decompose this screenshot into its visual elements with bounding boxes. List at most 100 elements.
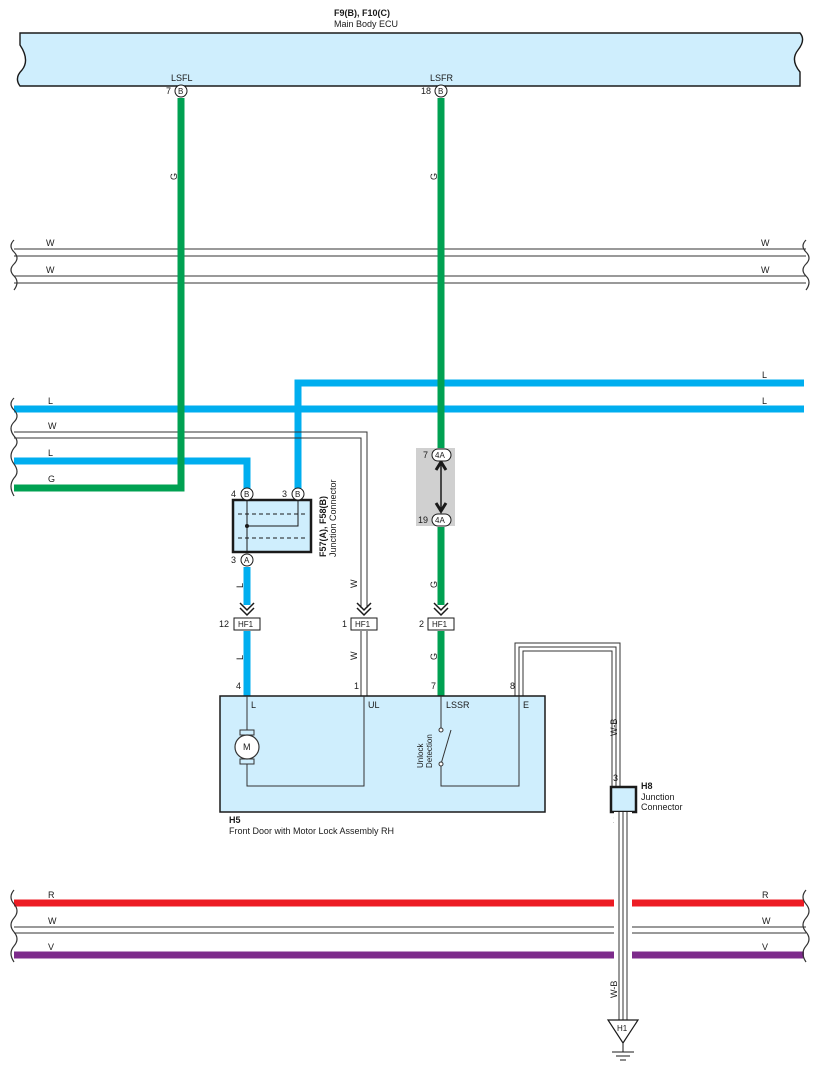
ecu-ref: F9(B), F10(C) (334, 8, 390, 18)
ecu-name: Main Body ECU (334, 19, 398, 29)
junction-pin-a3[interactable]: A (240, 553, 254, 567)
ecu-pin-lsfl-num: 7 (166, 86, 171, 96)
switch-label-2: Detection (425, 734, 434, 768)
hf1-connector-l[interactable]: HF1 (233, 602, 261, 631)
splice-pin-top[interactable]: 4A (431, 448, 452, 462)
junction-pin-b4[interactable]: B (240, 487, 254, 501)
hf1-l-pin: 12 (219, 619, 229, 629)
hf1-g-conn: HF1 (432, 620, 448, 629)
switch-label-1: Unlock (416, 743, 425, 768)
ecu-pin-lsfr[interactable]: B (434, 84, 448, 98)
wire-label-g-mid: G (429, 581, 439, 588)
hf1-connector-w[interactable]: HF1 (350, 602, 378, 631)
wire-label-g-lsfr: G (429, 173, 439, 180)
bus-label-v-right: V (762, 942, 768, 952)
motor-lead-bottom (246, 696, 365, 787)
bus-label-l-short: L (48, 448, 53, 458)
ground-symbol[interactable] (606, 1019, 640, 1061)
junction-pin-b3-num: 3 (282, 489, 287, 499)
splice-arrow-up (434, 459, 448, 471)
splice-pin-top-num: 7 (423, 450, 428, 460)
door-pin-num-ul: 1 (354, 681, 359, 691)
break-mark-right-3 (802, 889, 810, 963)
bus-label-w-thin: W (48, 421, 57, 431)
main-body-ecu[interactable] (16, 32, 804, 87)
wire-wb-lower[interactable] (618, 812, 628, 1020)
junction-pin-b3-conn: B (295, 490, 300, 499)
bus-label-v-left: V (48, 942, 54, 952)
h8-pin-top: 3 (613, 773, 618, 783)
wire-label-g-lower: G (429, 653, 439, 660)
wire-wb[interactable] (514, 642, 621, 790)
wire-l-upper[interactable] (294, 379, 804, 490)
wire-l-short[interactable] (14, 457, 251, 490)
h8-name-1: Junction (641, 792, 675, 802)
splice-arrow-down (434, 502, 448, 514)
hf1-g-pin: 2 (419, 619, 424, 629)
wire-label-wb-lower: W-B (609, 981, 619, 998)
bus-label-w1-right: W (761, 238, 770, 248)
bus-label-w1-left: W (46, 238, 55, 248)
bus-w-upper-1 (14, 248, 806, 257)
ground-ref: H1 (617, 1024, 628, 1033)
junction-f57-ref: F57(A), F58(B) (318, 496, 328, 557)
door-pin-name-e: E (523, 700, 529, 710)
junction-pin-b4-num: 4 (231, 489, 236, 499)
hf1-l-conn: HF1 (238, 620, 254, 629)
wire-g-lsfl[interactable] (14, 98, 185, 492)
h8-name-2: Connector (641, 802, 683, 812)
wire-label-wb-upper: W-B (609, 719, 619, 736)
wire-label-l-lower: L (235, 655, 245, 660)
junction-pin-b3[interactable]: B (291, 487, 305, 501)
bus-label-r-left: R (48, 890, 55, 900)
junction-pin-b4-conn: B (244, 490, 249, 499)
wire-label-w-mid: W (349, 579, 359, 588)
unlock-detection-switch (438, 696, 520, 787)
splice-pin-top-conn: 4A (435, 451, 445, 460)
bus-w-lower (14, 926, 806, 934)
front-door-assembly[interactable] (219, 695, 546, 813)
junction-connector-h8[interactable] (609, 785, 638, 814)
break-mark-left-3 (10, 889, 18, 963)
splice-pin-bottom-conn: 4A (435, 516, 445, 525)
bus-label-l-main-right: L (762, 396, 767, 406)
wire-label-l-mid: L (235, 583, 245, 588)
door-name: Front Door with Motor Lock Assembly RH (229, 826, 394, 836)
hf1-w-conn: HF1 (355, 620, 371, 629)
ecu-pin-lsfl[interactable]: B (174, 84, 188, 98)
door-pin-num-lssr: 7 (431, 681, 436, 691)
bus-label-g-short: G (48, 474, 55, 484)
splice-pin-bottom-num: 19 (418, 515, 428, 525)
junction-f57-name: Junction Connector (328, 479, 338, 557)
junction-connector-f57[interactable] (231, 498, 313, 554)
bus-label-l-upper: L (762, 370, 767, 380)
bus-label-l-main-left: L (48, 396, 53, 406)
motor-symbol: M (234, 729, 260, 765)
door-pin-name-l: L (251, 700, 256, 710)
hf1-w-pin: 1 (342, 619, 347, 629)
ecu-pin-lsfr-conn: B (438, 87, 443, 96)
bus-label-w2-left: W (46, 265, 55, 275)
break-mark-left-2 (10, 397, 18, 497)
splice-pin-bottom[interactable]: 4A (431, 513, 452, 527)
motor-label: M (243, 742, 251, 752)
pin-name-lsfl: LSFL (171, 73, 193, 83)
junction-pin-a3-num: 3 (231, 555, 236, 565)
wire-w-thin-inner (14, 437, 362, 608)
door-pin-num-l: 4 (236, 681, 241, 691)
bus-label-w-lower-right: W (762, 916, 771, 926)
hf1-connector-g[interactable]: HF1 (427, 602, 455, 631)
door-pin-num-e: 8 (510, 681, 515, 691)
bus-w-upper-2 (14, 275, 806, 284)
wire-label-w-lower: W (349, 651, 359, 660)
pin-name-lsfr: LSFR (430, 73, 454, 83)
break-mark-right-1 (802, 239, 810, 291)
break-mark-left-1 (10, 239, 18, 291)
wire-label-g-lsfl: G (169, 173, 179, 180)
bus-label-w-lower-left: W (48, 916, 57, 926)
bus-label-r-right: R (762, 890, 769, 900)
wire-w-thin-outer (14, 431, 368, 608)
h8-ref: H8 (641, 781, 653, 791)
